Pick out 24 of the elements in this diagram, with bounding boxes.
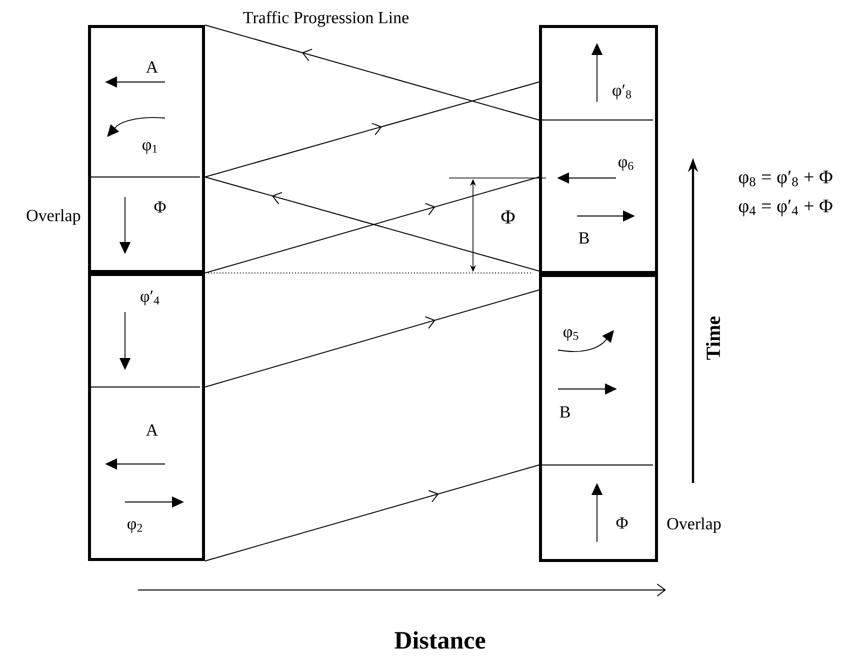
phase-cell: A φ$_{1}$ — [142, 61, 158, 154]
overlap-label: Overlap — [26, 209, 80, 225]
phase-cell: φ$_{5}$ B — [560, 329, 578, 418]
phase-cell: φ$_{6}$ B — [578, 159, 634, 244]
dimension-label: Φ — [501, 210, 515, 224]
equation: φ$_{8}$ = φ′$_{8}$ + Φ — [738, 170, 832, 188]
beside-label: Overlap — [667, 518, 721, 533]
signal-column — [539, 25, 658, 274]
progression-line — [204, 290, 540, 388]
phase-cell: Φ — [616, 517, 628, 529]
line-label: Traffic Progression Line — [243, 11, 409, 27]
phase-cell: φ′$_{8}$ — [612, 84, 632, 100]
phase-cell: Φ — [154, 201, 166, 213]
phase-cell: φ′$_{4}$ — [140, 290, 160, 306]
signal-column — [88, 273, 205, 561]
equation: φ$_{4}$ = φ′$_{4}$ + Φ — [738, 200, 832, 216]
axis-label: Distance — [394, 631, 486, 649]
progression-line — [204, 82, 540, 178]
signal-column — [539, 274, 658, 562]
progression-line — [204, 24, 540, 120]
phase-cell: A φ$_{2}$ — [128, 424, 158, 533]
progression-line — [204, 464, 540, 562]
axis-label: Time — [706, 316, 720, 360]
signal-column — [88, 25, 205, 273]
